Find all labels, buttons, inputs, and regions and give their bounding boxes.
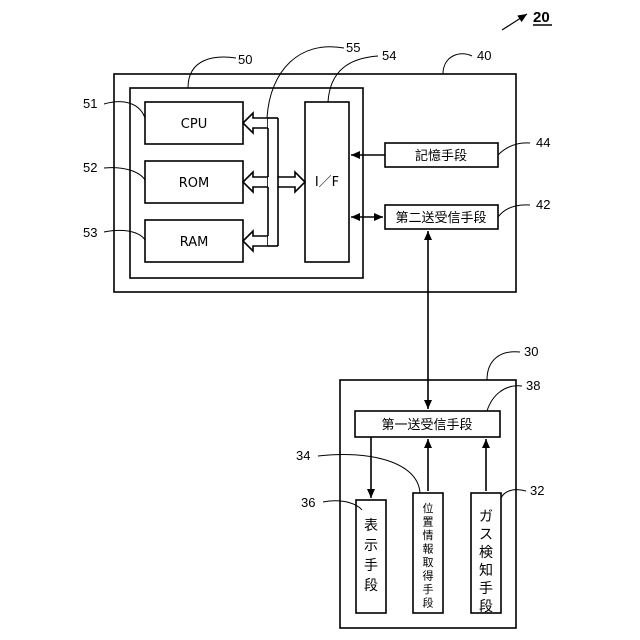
ref-50: 50 [238,52,252,67]
position_info-char: 段 [423,596,434,610]
ref-52: 52 [83,160,97,175]
gas_detection-char: 段 [479,599,493,615]
ref-54: 54 [382,48,396,63]
figure-number: 20 [533,9,550,26]
position_info-char: 位 [423,501,434,515]
ref-53: 53 [83,225,97,240]
display-char: 手 [364,558,378,574]
ref-42: 42 [536,197,550,212]
display-char: 段 [364,578,378,594]
gas_detection-char: 検 [479,545,493,561]
gas_detection-char: 知 [479,562,493,579]
ref-44: 44 [536,135,550,150]
interface-label: I／F [315,175,339,190]
ref-34: 34 [296,448,310,463]
position_info-char: 報 [423,543,434,556]
position_info-char: 得 [423,570,434,583]
ref-32: 32 [530,483,544,498]
ref-38: 38 [526,378,540,393]
gas_detection-char: ガ [479,509,493,525]
ref-36: 36 [301,495,315,510]
storage-label: 記憶手段 [415,148,467,164]
gas_detection-char: 手 [479,581,493,597]
position-info-label: 位置情報取得手段 [423,501,434,610]
ref-40: 40 [477,48,491,63]
second-transceiver-label: 第二送受信手段 [395,211,486,226]
display-char: 示 [364,538,378,554]
position_info-char: 置 [423,516,434,529]
ref-30: 30 [524,344,538,359]
cpu-label: CPU [181,117,207,132]
ref-51: 51 [83,96,97,111]
gas_detection-char: ス [479,527,493,543]
position_info-char: 情 [423,529,434,542]
display-char: 表 [364,518,378,534]
ram-label: RAM [180,235,209,250]
rom-label: ROM [179,176,209,191]
figure-number-group: 20 [502,9,552,30]
ref-55: 55 [346,40,360,55]
display-block [356,500,386,613]
position_info-char: 手 [423,582,434,596]
first-transceiver-label: 第一送受信手段 [381,418,472,433]
position_info-char: 取 [423,556,434,569]
